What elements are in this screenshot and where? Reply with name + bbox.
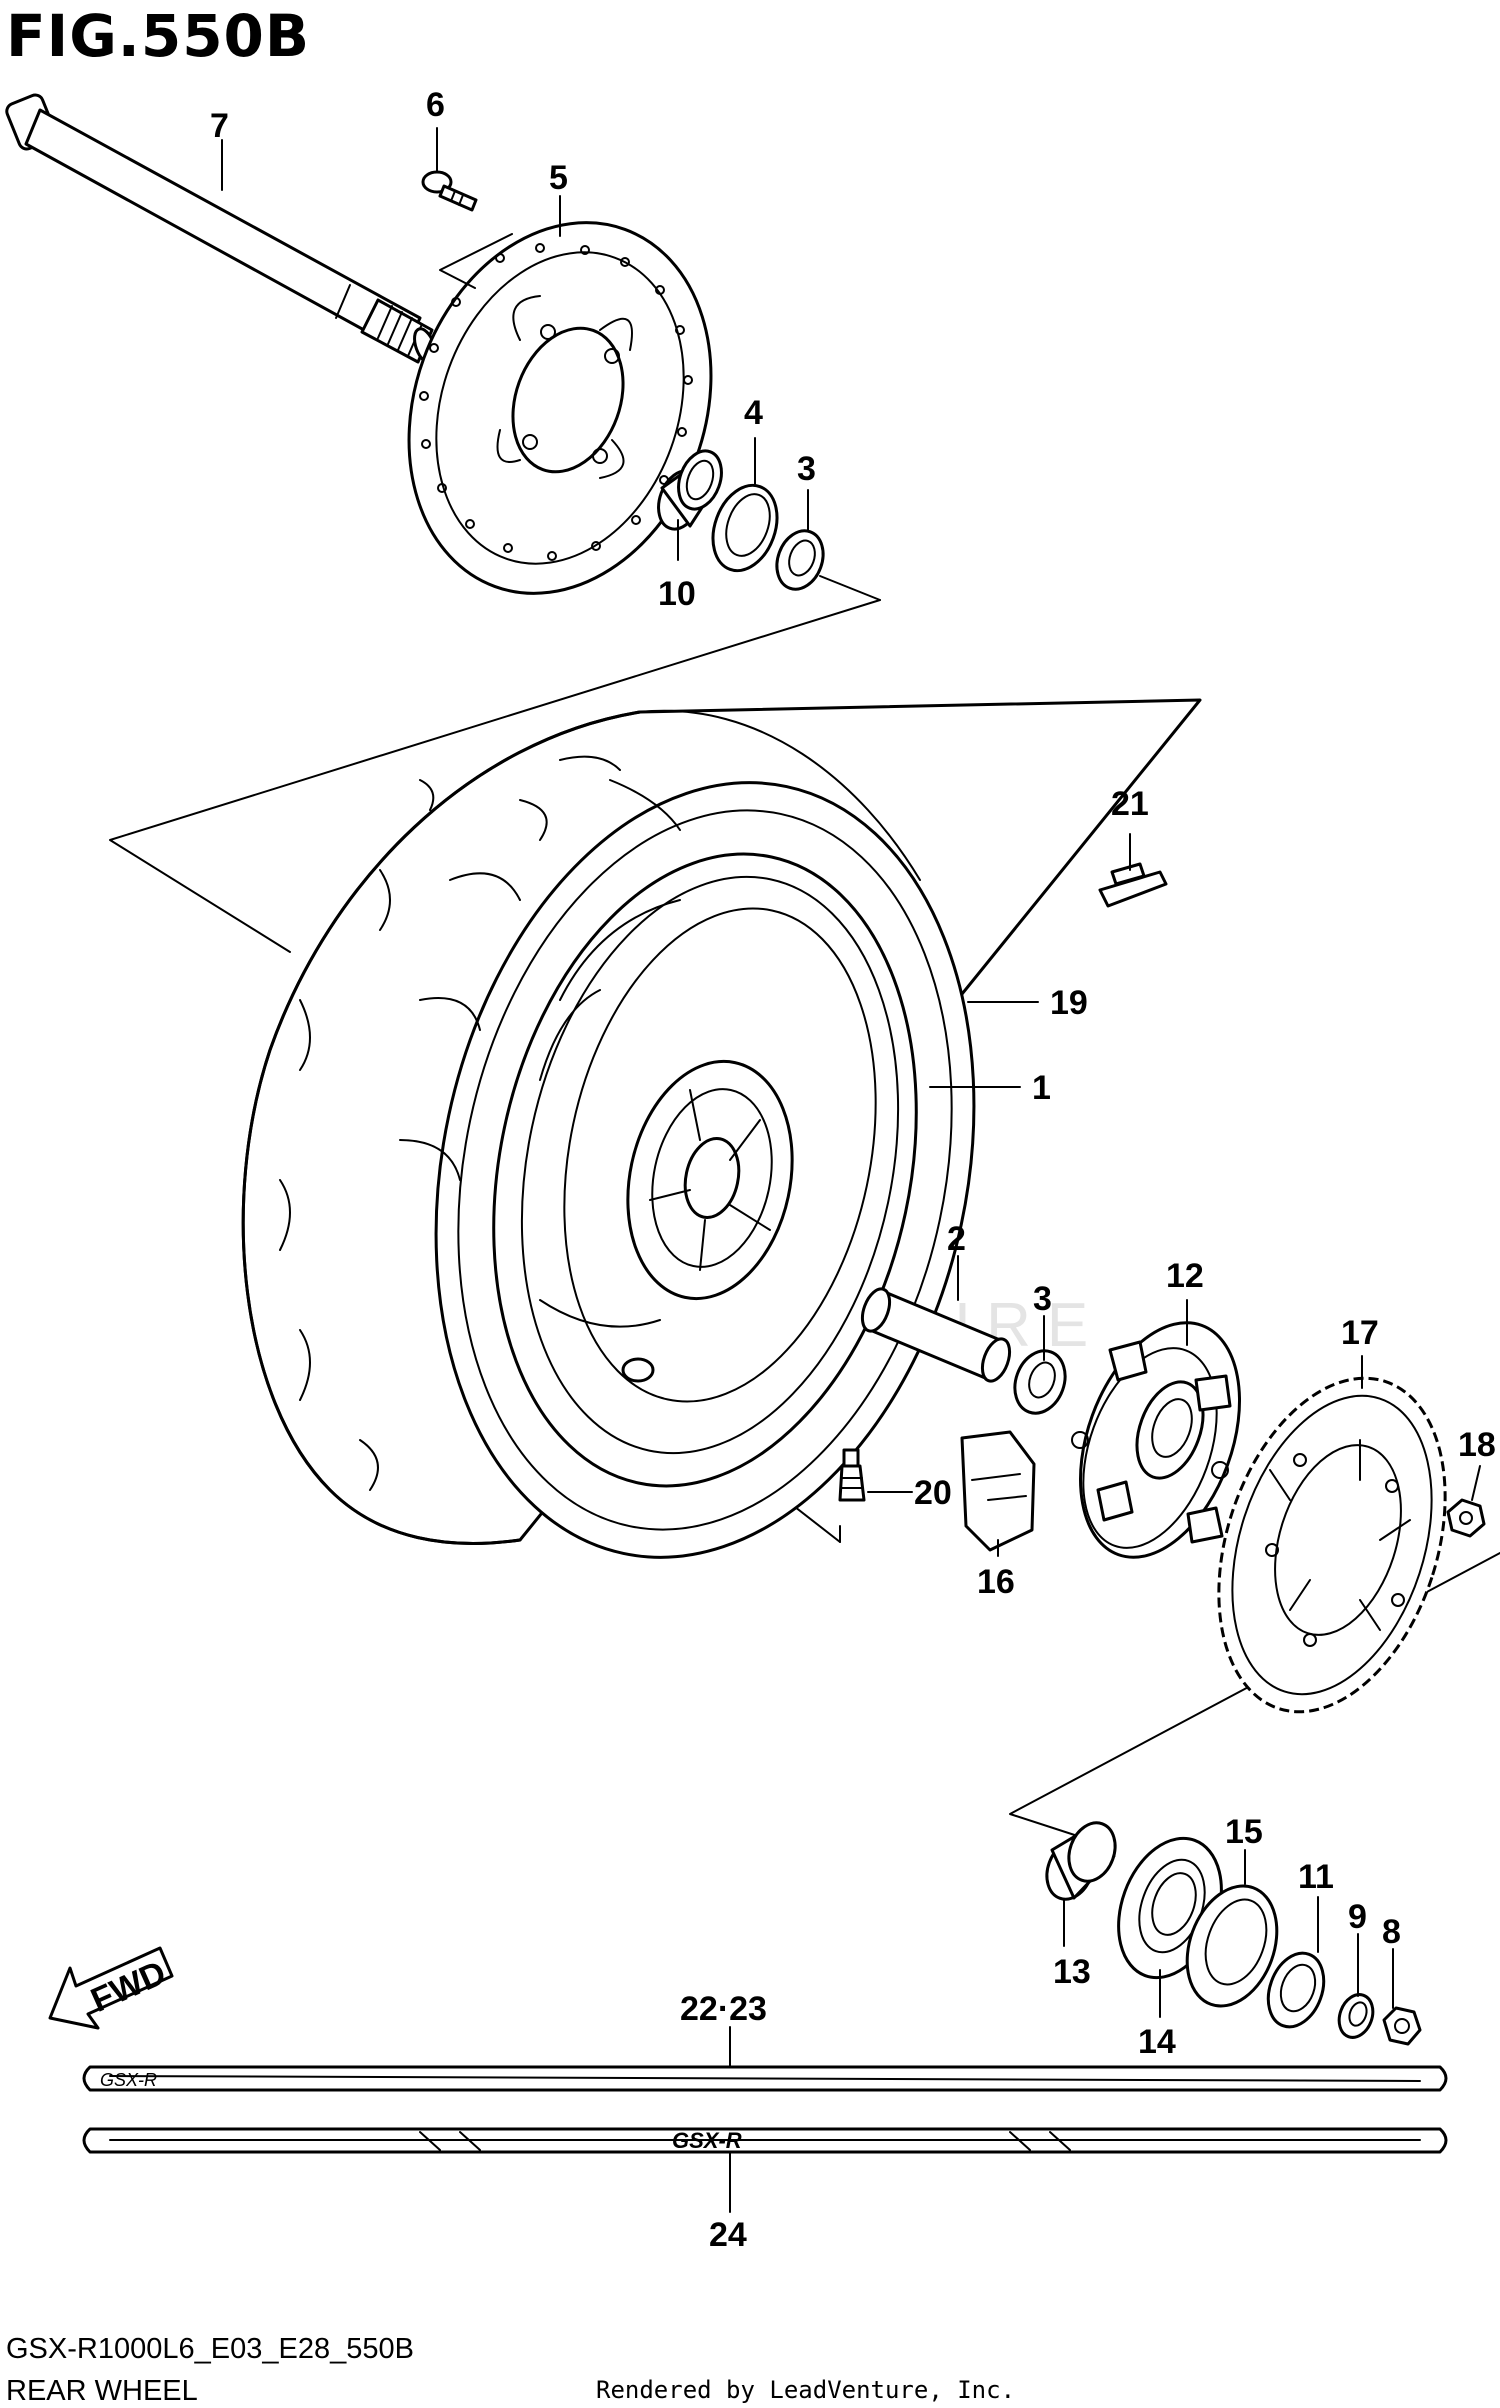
callout-1: 1 bbox=[1032, 1069, 1051, 1107]
callout-6: 6 bbox=[426, 86, 445, 124]
callout-13: 13 bbox=[1053, 1953, 1091, 1991]
cush-rubber-part-16 bbox=[960, 1430, 1036, 1552]
spacer-part-10 bbox=[657, 449, 723, 531]
callout-labels: 7 6 5 4 3 10 21 19 1 2 12 3 17 18 20 16 … bbox=[210, 86, 1496, 2254]
sprocket-part-17 bbox=[1217, 1376, 1447, 1714]
callout-16: 16 bbox=[977, 1563, 1015, 1601]
callout-11: 11 bbox=[1298, 1858, 1334, 1896]
callout-9: 9 bbox=[1348, 1898, 1367, 1936]
oil-seal-part-15 bbox=[1185, 1884, 1279, 2008]
callout-24: 24 bbox=[709, 2216, 747, 2254]
sprocket-drum-part-12 bbox=[1071, 1321, 1241, 1559]
bolt-part-6 bbox=[421, 170, 478, 212]
callout-8: 8 bbox=[1382, 1913, 1401, 1951]
callout-2: 2 bbox=[947, 1220, 966, 1258]
section-name: REAR WHEEL bbox=[6, 2375, 198, 2407]
washer-part-9 bbox=[1337, 1993, 1375, 2039]
axle-part-7 bbox=[5, 93, 437, 365]
collar-part-13 bbox=[1045, 1821, 1117, 1901]
fwd-arrow: FWD bbox=[48, 1946, 174, 2030]
spacer-part-2 bbox=[860, 1287, 1012, 1383]
decal-text-24: GSX-R bbox=[672, 2128, 742, 2153]
callout-22-23: 22·23 bbox=[680, 1990, 767, 2028]
valve-part-20 bbox=[838, 1448, 866, 1502]
model-code: GSX-R1000L6_E03_E28_550B bbox=[6, 2333, 414, 2365]
callout-4: 4 bbox=[744, 394, 763, 432]
wheel-part-1 bbox=[492, 852, 918, 1488]
callout-7: 7 bbox=[210, 107, 229, 145]
callout-5: 5 bbox=[549, 159, 568, 197]
callout-18: 18 bbox=[1458, 1426, 1496, 1464]
callout-19: 19 bbox=[1050, 984, 1088, 1022]
brake-disc-part-5 bbox=[407, 221, 713, 595]
callout-3-lower: 3 bbox=[1033, 1280, 1052, 1318]
nut-part-8 bbox=[1382, 2006, 1422, 2046]
bearing-part-3-left bbox=[775, 529, 825, 591]
balance-weight-part-21 bbox=[1098, 862, 1168, 908]
callout-17: 17 bbox=[1341, 1314, 1379, 1352]
oil-seal-part-4 bbox=[711, 483, 779, 573]
render-credit: Rendered by LeadVenture, Inc. bbox=[596, 2376, 1016, 2404]
callout-20: 20 bbox=[914, 1474, 952, 1512]
leader-lines bbox=[221, 127, 1481, 2213]
callout-3-upper: 3 bbox=[797, 450, 816, 488]
callout-14: 14 bbox=[1138, 2023, 1176, 2061]
figure-title: FIG.550B bbox=[6, 2, 311, 70]
decal-text-22: GSX-R bbox=[100, 2070, 157, 2090]
nut-part-18 bbox=[1446, 1498, 1486, 1538]
callout-12: 12 bbox=[1166, 1257, 1204, 1295]
bearing-part-3-right bbox=[1013, 1349, 1067, 1415]
callout-10: 10 bbox=[658, 575, 696, 613]
rim-tape-part-24: GSX-R bbox=[82, 2127, 1448, 2154]
rim-tape-part-22-23: GSX-R bbox=[82, 2065, 1448, 2092]
callout-21: 21 bbox=[1111, 785, 1149, 823]
callout-15: 15 bbox=[1225, 1813, 1263, 1851]
collar-part-11 bbox=[1266, 1951, 1326, 2029]
